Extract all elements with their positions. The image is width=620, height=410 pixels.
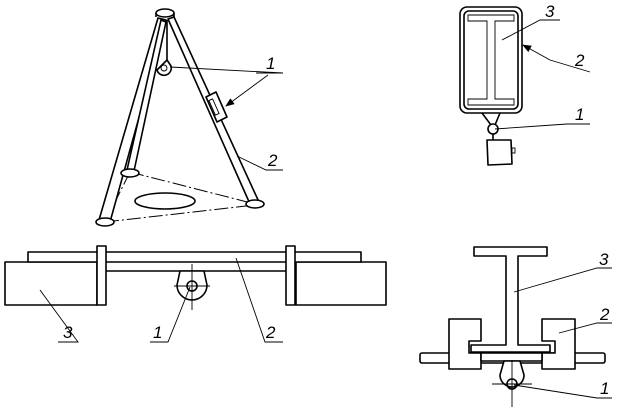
leader-1 — [494, 123, 590, 130]
i-beam-section — [470, 246, 551, 353]
foot-left — [95, 217, 115, 227]
leader-3 — [513, 267, 612, 293]
tripod-head — [155, 8, 175, 18]
pulley-body — [156, 59, 173, 77]
callout-2: 2 — [267, 151, 278, 170]
callout-1: 1 — [600, 379, 609, 398]
hanger — [481, 112, 501, 126]
callout-3: 3 — [599, 250, 609, 269]
leader-2 — [236, 155, 283, 171]
leader-2 — [235, 257, 283, 343]
callout-2: 2 — [265, 323, 276, 342]
support-left — [4, 261, 98, 306]
callout-1: 1 — [575, 105, 584, 124]
leader-3 — [501, 19, 560, 41]
clamp-left — [96, 245, 107, 306]
leader-1 — [169, 66, 284, 74]
clamp-right — [285, 245, 296, 306]
trolley-bridge — [480, 352, 543, 362]
leader-2-arrow — [522, 44, 551, 61]
trolley-clamp-right — [541, 318, 576, 370]
beam-frame-figure: 3 2 1 — [459, 2, 591, 166]
leader-1 — [513, 384, 612, 399]
centerlines — [492, 360, 532, 407]
frame-inner — [463, 10, 519, 110]
leader-3 — [39, 289, 79, 343]
centerlines — [174, 264, 210, 310]
support-right — [295, 261, 387, 306]
tripod-figure: 1 2 — [95, 8, 284, 227]
leader-2 — [549, 59, 591, 73]
frame-outer — [459, 6, 523, 114]
callout-1: 1 — [153, 323, 162, 342]
callout-3: 3 — [63, 323, 73, 342]
leader-2 — [558, 322, 612, 334]
i-beam-section — [467, 14, 515, 106]
foot-right — [245, 199, 265, 209]
leader-1-arrow — [225, 74, 269, 107]
pulley-axle — [160, 64, 168, 72]
load-tab — [511, 147, 516, 154]
load-block — [486, 139, 513, 166]
leader-1 — [150, 286, 191, 343]
callout-3: 3 — [545, 2, 555, 21]
foot-back — [120, 168, 140, 178]
callout-2: 2 — [599, 305, 610, 324]
ibeam-trolley-figure: 3 2 1 — [419, 246, 612, 407]
beam-bar — [27, 251, 362, 263]
callout-1: 1 — [266, 54, 275, 73]
callout-2: 2 — [574, 51, 585, 70]
rail-beam-figure: 3 1 2 — [4, 245, 387, 343]
trolley-clamp-left — [448, 318, 482, 370]
base-triangle — [104, 171, 256, 223]
tripod-leg-back — [126, 19, 167, 172]
clamp-slot — [208, 98, 220, 116]
manhole-opening — [134, 192, 196, 210]
